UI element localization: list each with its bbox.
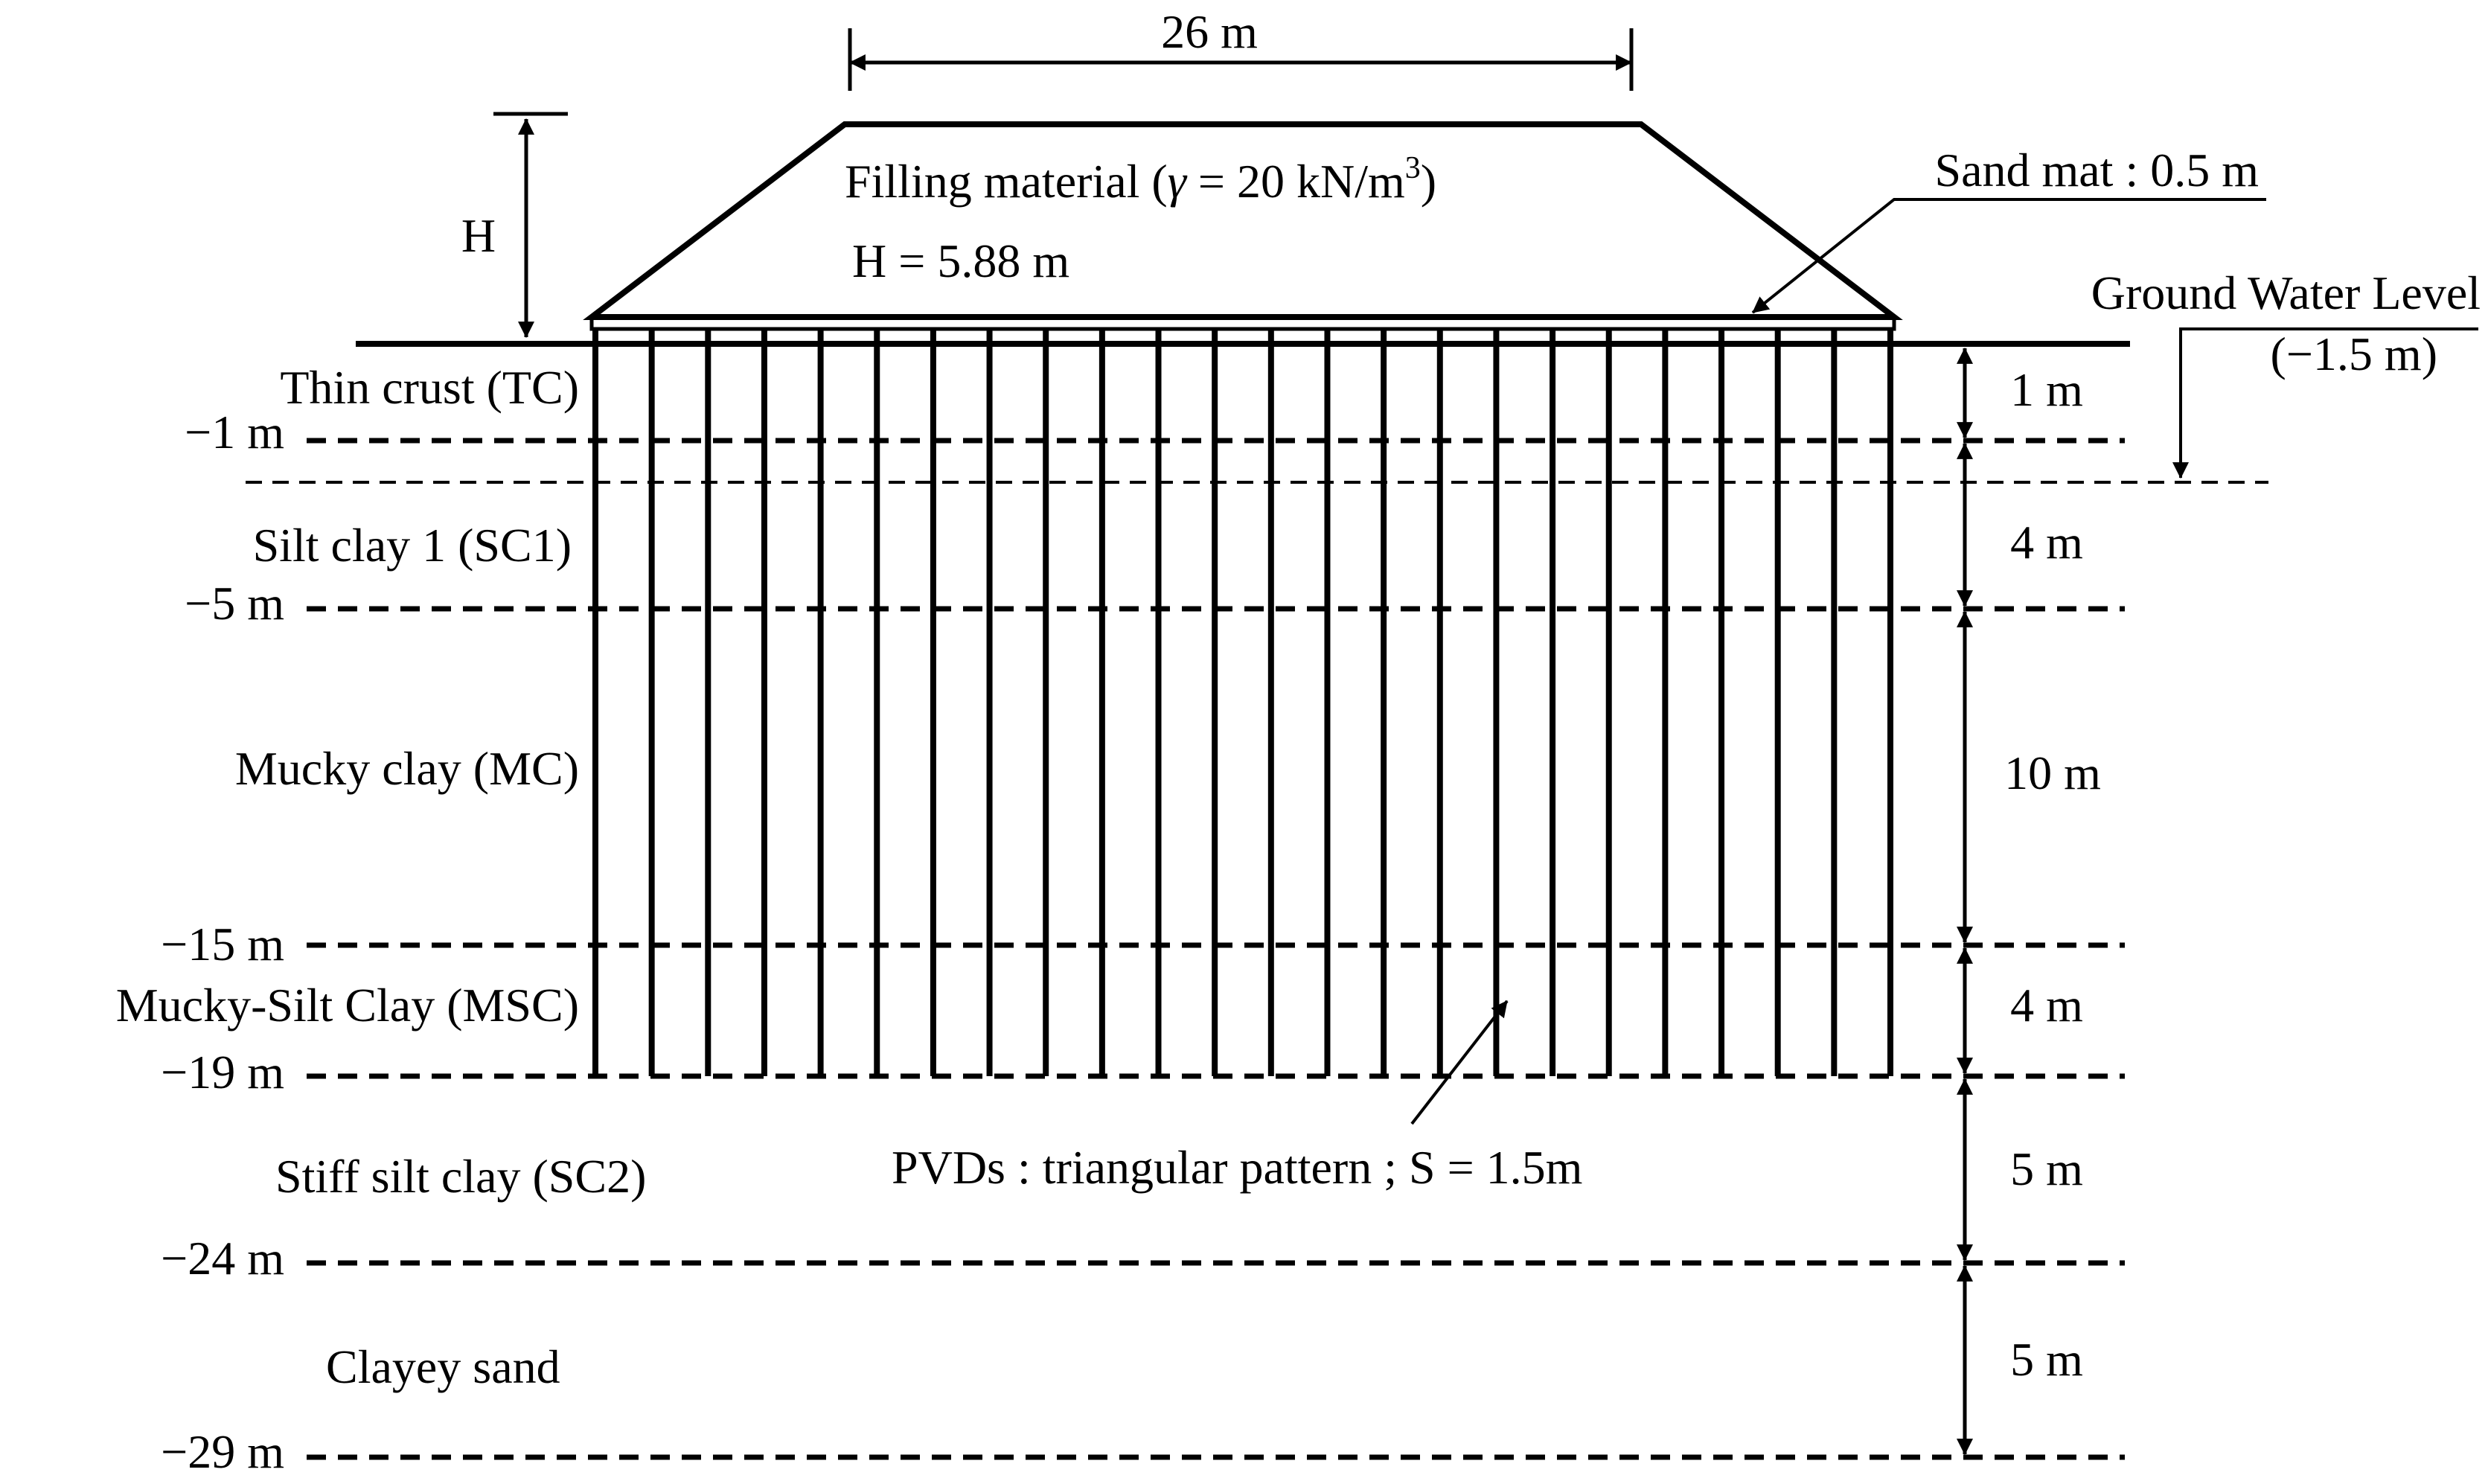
depth-label-1m: −1 m — [185, 406, 284, 458]
depth-label-24m: −24 m — [161, 1232, 284, 1285]
layer-name-mucky-clay: Mucky clay (MC) — [235, 742, 579, 795]
layer-name-silt-clay-1: Silt clay 1 (SC1) — [253, 519, 572, 572]
gamma-symbol: γ — [1168, 155, 1188, 208]
top-width-label: 26 m — [1161, 5, 1258, 58]
depth-label-5m: −5 m — [185, 577, 284, 630]
unit-weight-text: = 20 kN/m — [1186, 155, 1405, 208]
layer-name-thin-crust: Thin crust (TC) — [280, 361, 579, 414]
layer-name-stiff-silt-clay: Stiff silt clay (SC2) — [275, 1150, 646, 1203]
pvd-label: PVDs : triangular pattern ; S = 1.5m — [892, 1141, 1582, 1194]
layer-boundaries — [307, 438, 2125, 1460]
layer-name-clayey-sand: Clayey sand — [326, 1340, 560, 1393]
groundwater-label: Ground Water Level — [2091, 266, 2481, 319]
thickness-label-mc: 10 m — [2004, 746, 2101, 799]
pvd-drains — [592, 329, 1893, 1076]
depth-label-19m: −19 m — [161, 1046, 284, 1098]
depth-label-29m: −29 m — [161, 1425, 284, 1478]
thickness-label-msc: 4 m — [2010, 979, 2083, 1032]
height-symbol: H — [461, 209, 496, 262]
height-value-label: H = 5.88 m — [852, 234, 1069, 287]
groundwater-leader — [2172, 327, 2478, 479]
sand-mat-leader — [1751, 198, 2266, 314]
pvd-leader — [1410, 1000, 1509, 1125]
filling-material-label: Filling material (γ = 20 kN/m3) — [845, 151, 1436, 208]
layer-name-mucky-silt-clay: Mucky-Silt Clay (MSC) — [116, 979, 579, 1032]
groundwater-depth: (−1.5 m) — [2271, 327, 2438, 380]
unit-exponent: 3 — [1405, 151, 1421, 185]
thickness-label-sc1: 4 m — [2010, 516, 2083, 569]
sand-mat-label: Sand mat : 0.5 m — [1934, 144, 2259, 196]
depth-label-15m: −15 m — [161, 918, 284, 970]
sand-mat — [589, 315, 1896, 331]
embankment-outline — [583, 121, 1903, 320]
thickness-label-sc2: 5 m — [2010, 1142, 2083, 1195]
filling-material-close: ) — [1421, 155, 1436, 208]
filling-material-text: Filling material ( — [845, 155, 1168, 208]
thickness-label-sand: 5 m — [2010, 1333, 2083, 1386]
thickness-label-tc: 1 m — [2010, 363, 2083, 416]
